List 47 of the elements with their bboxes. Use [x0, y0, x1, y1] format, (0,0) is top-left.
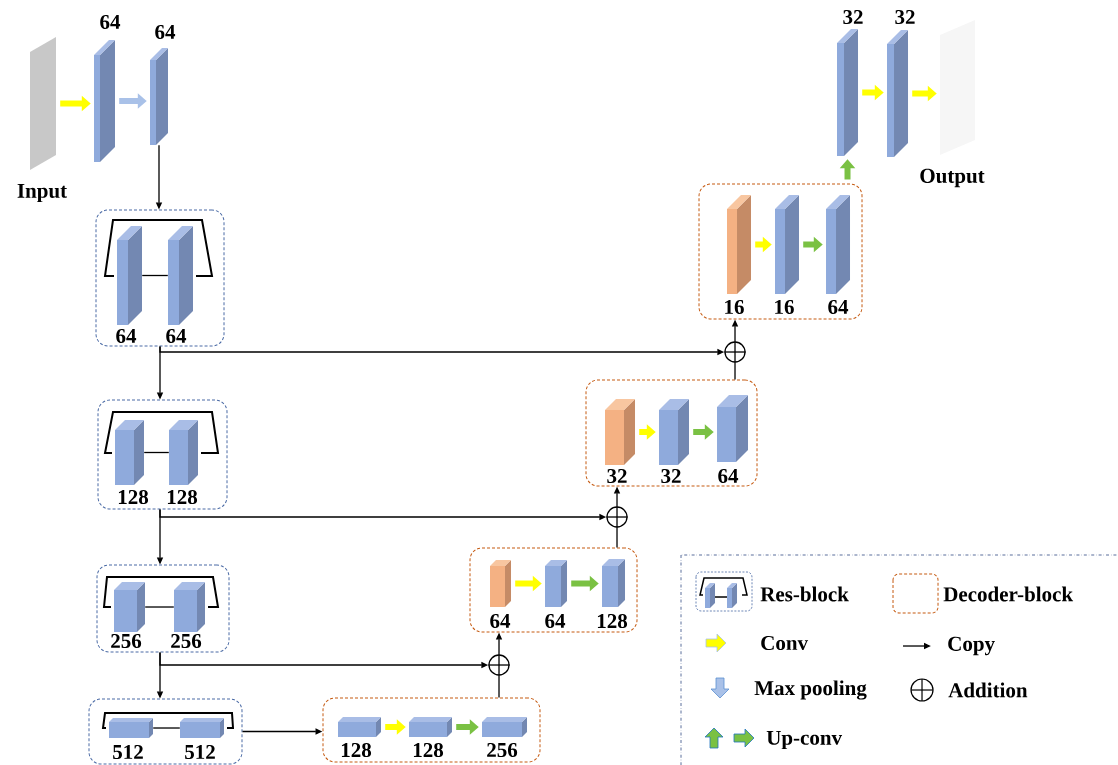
- connector-line: [616, 527, 618, 549]
- channel-number: 32: [895, 9, 915, 25]
- connector-line: [144, 606, 175, 608]
- channel-number: 512: [185, 744, 215, 760]
- channel-number: 128: [413, 742, 444, 758]
- connector-line: [734, 362, 736, 381]
- channel-number: 512: [113, 744, 143, 760]
- legend-label: Addition: [948, 682, 1028, 698]
- channel-number: 128: [341, 742, 372, 758]
- legend-label: Max pooling: [754, 680, 867, 700]
- connector-line: [152, 727, 181, 729]
- legend-label: Decoder-block: [943, 586, 1074, 602]
- addition-symbol: [605, 505, 629, 529]
- channel-number: 128: [167, 489, 198, 505]
- addition-symbol: [723, 340, 747, 364]
- channel-number: 64: [490, 613, 511, 629]
- image-label: Input: [17, 183, 67, 203]
- channel-number: 64: [100, 14, 121, 30]
- decoder-block-box: [698, 183, 863, 320]
- legend-label: Res-block: [760, 586, 849, 602]
- connector-line: [498, 675, 500, 699]
- channel-number: 128: [118, 489, 149, 505]
- channel-number: 32: [661, 468, 681, 484]
- channel-number: 64: [828, 299, 849, 315]
- channel-number: 32: [607, 468, 627, 484]
- decoder-block-box: [585, 379, 758, 487]
- connector-line: [143, 451, 170, 454]
- legend-label: Copy: [948, 636, 995, 656]
- connector-line: [141, 274, 169, 277]
- channel-number: 16: [775, 299, 794, 315]
- channel-number: 256: [171, 633, 202, 649]
- channel-number: 64: [166, 328, 187, 344]
- channel-number: 256: [487, 742, 518, 758]
- decoder-block-box: [322, 697, 541, 763]
- channel-number: 64: [155, 24, 176, 40]
- channel-number: 64: [718, 468, 739, 484]
- addition-symbol: [487, 653, 511, 677]
- channel-number: 64: [116, 328, 137, 344]
- channel-number: 128: [597, 613, 628, 629]
- image-label: Output: [920, 168, 985, 188]
- channel-number: 16: [725, 299, 744, 315]
- channel-number: 256: [111, 633, 142, 649]
- legend-label: Conv: [761, 635, 809, 651]
- legend-label: Up-conv: [766, 730, 843, 750]
- decoder-block-box: [469, 547, 638, 633]
- channel-number: 32: [843, 9, 863, 25]
- channel-number: 64: [545, 613, 566, 629]
